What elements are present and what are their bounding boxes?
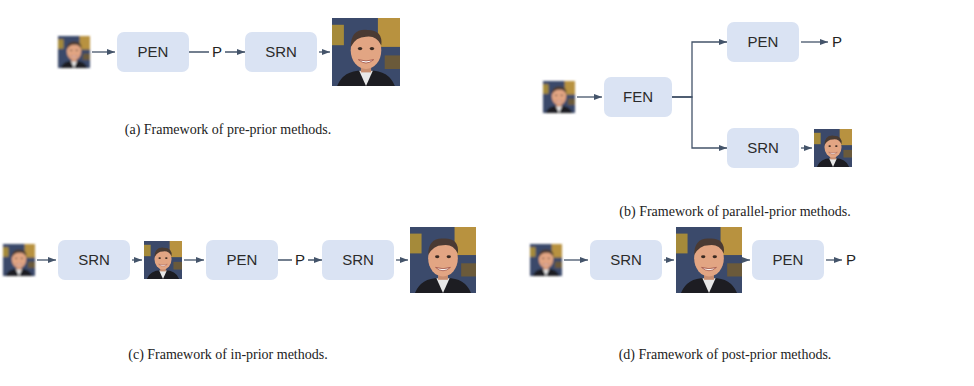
connector-arrow xyxy=(672,97,727,148)
module-box: PEN xyxy=(727,22,799,62)
face-image xyxy=(3,244,35,276)
flow-arrow xyxy=(132,259,142,260)
flow-arrow xyxy=(37,259,56,260)
module-name: FEN xyxy=(623,88,653,106)
flow-arrow xyxy=(184,259,204,260)
flow-arrow xyxy=(744,259,750,260)
module-name: PEN xyxy=(773,251,804,269)
connector-arrow xyxy=(672,42,727,97)
connector-layer xyxy=(189,42,727,260)
prior-label: P xyxy=(832,33,842,51)
module-box: SRN xyxy=(58,240,130,280)
face-image xyxy=(410,227,476,293)
flow-arrow xyxy=(801,147,812,148)
face-image xyxy=(144,241,182,279)
face-image xyxy=(530,244,562,276)
face-image xyxy=(332,18,400,86)
flow-arrow xyxy=(577,96,602,97)
flow-arrow xyxy=(664,259,674,260)
flow-arrow xyxy=(826,259,842,260)
flow-arrow xyxy=(319,51,330,52)
flow-arrow xyxy=(92,51,115,52)
module-name: SRN xyxy=(747,139,779,157)
subfigure-caption: (d) Framework of post-prior methods. xyxy=(525,346,925,364)
module-name: SRN xyxy=(265,43,297,61)
subfigure-caption: (a) Framework of pre-prior methods. xyxy=(28,121,428,139)
face-image xyxy=(58,36,90,68)
subfigure-caption: (c) Framework of in-prior methods. xyxy=(28,346,428,364)
module-name: SRN xyxy=(610,251,642,269)
prior-label: P xyxy=(209,43,225,61)
prior-label: P xyxy=(292,251,308,269)
flow-arrow xyxy=(801,41,828,42)
module-box: PEN xyxy=(117,32,189,72)
module-box: SRN xyxy=(322,240,394,280)
module-box: PEN xyxy=(752,240,824,280)
face-image xyxy=(814,129,852,167)
module-name: PEN xyxy=(748,33,779,51)
module-name: SRN xyxy=(342,251,374,269)
module-box: SRN xyxy=(590,240,662,280)
subfigure-caption: (b) Framework of parallel-prior methods. xyxy=(535,203,935,221)
prior-label: P xyxy=(846,251,856,269)
face-image xyxy=(676,227,742,293)
module-name: PEN xyxy=(138,43,169,61)
module-box: PEN xyxy=(206,240,278,280)
module-box: SRN xyxy=(727,128,799,168)
module-name: PEN xyxy=(227,251,258,269)
face-image xyxy=(543,81,575,113)
flow-arrow xyxy=(396,259,408,260)
module-box: SRN xyxy=(245,32,317,72)
module-box: FEN xyxy=(604,77,672,117)
flow-arrow xyxy=(564,259,588,260)
module-name: SRN xyxy=(78,251,110,269)
